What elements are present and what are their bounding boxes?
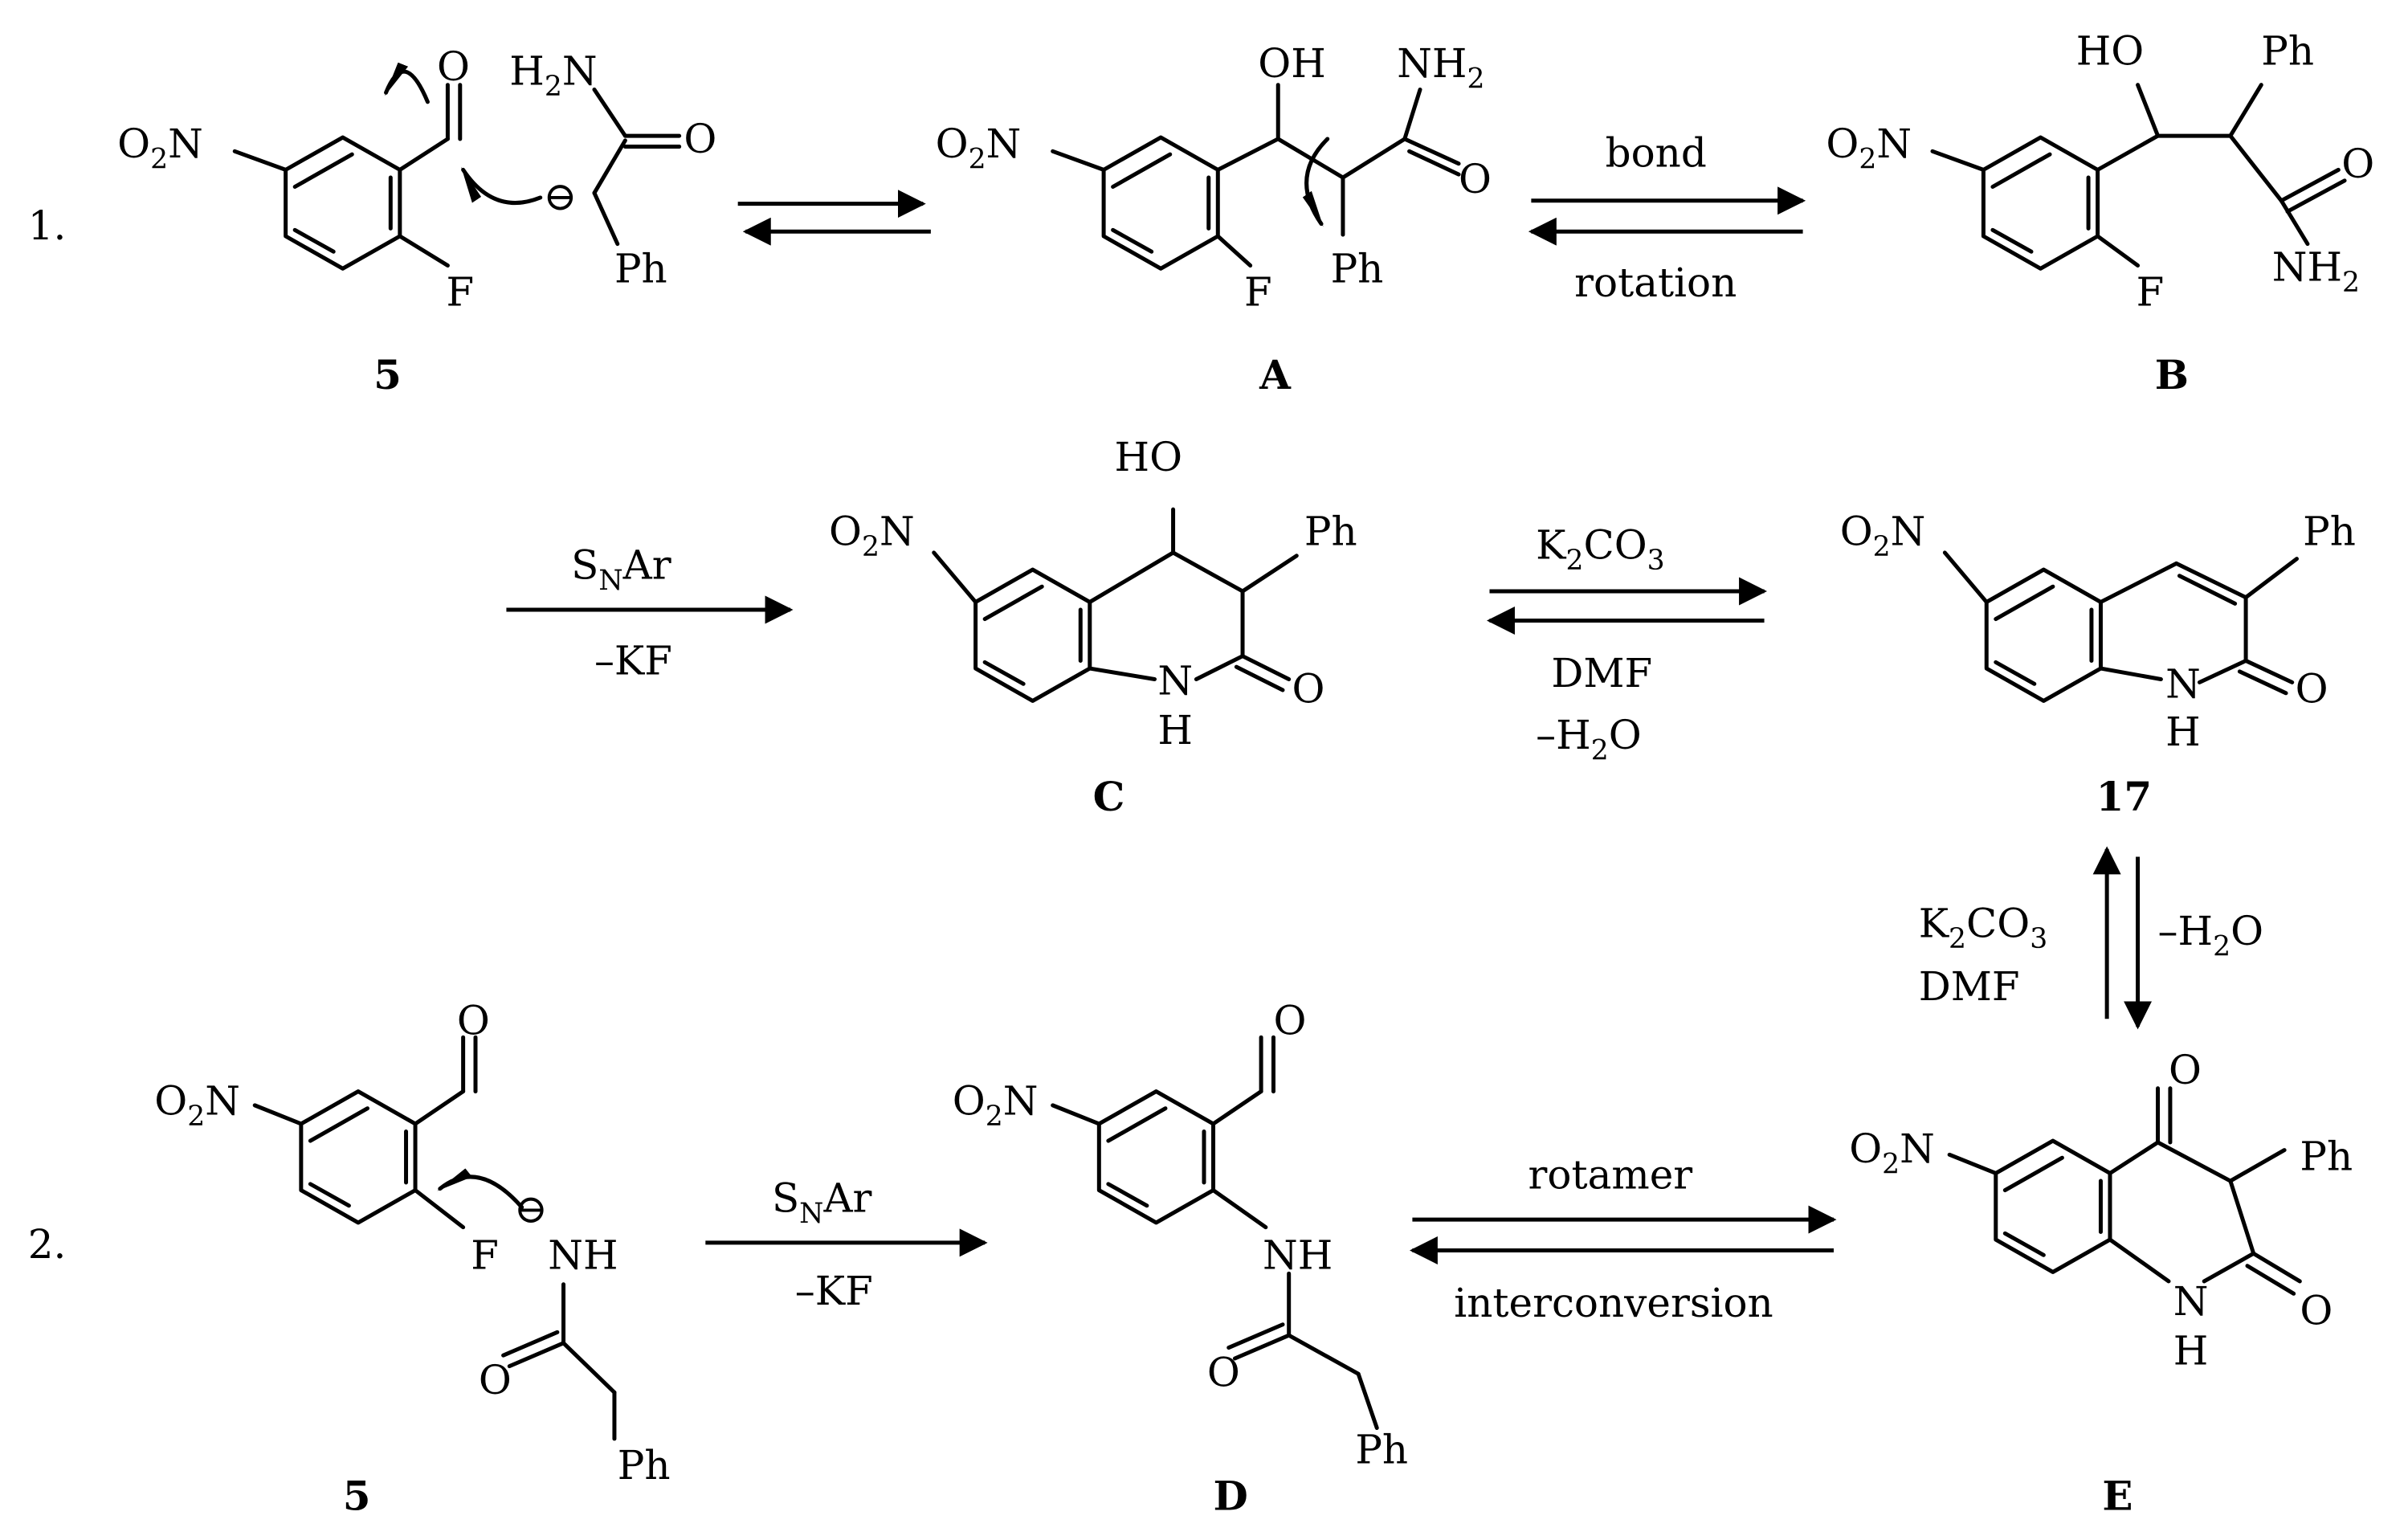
svg-text:–H2O: –H2O: [1536, 712, 1642, 766]
compound-label-E: E: [2102, 1472, 2133, 1519]
intermediate-A: O2N OH NH2 O F Ph A: [936, 40, 1492, 398]
svg-text:O2N: O2N: [829, 508, 915, 562]
svg-text:O2N: O2N: [936, 121, 1022, 175]
svg-text:–KF: –KF: [795, 1268, 873, 1314]
svg-text:–H2O: –H2O: [2158, 908, 2264, 962]
svg-text:O: O: [1207, 1350, 1240, 1396]
svg-text:O2N: O2N: [1826, 121, 1912, 175]
compound-label-B: B: [2155, 351, 2189, 398]
svg-text:DMF: DMF: [1551, 650, 1652, 697]
svg-text:⊖: ⊖: [514, 1186, 548, 1232]
svg-text:Ph: Ph: [1331, 246, 1384, 292]
svg-text:O: O: [1292, 665, 1325, 712]
svg-text:O: O: [1273, 997, 1306, 1044]
svg-text:F: F: [471, 1232, 499, 1279]
svg-text:rotamer: rotamer: [1528, 1152, 1693, 1199]
snar-arrow-2: SNAr –KF: [705, 1174, 988, 1314]
svg-text:Ph: Ph: [1355, 1427, 1408, 1473]
svg-text:NH: NH: [1263, 1232, 1333, 1279]
svg-text:NH2: NH2: [1397, 40, 1484, 95]
rotamer-interconversion-arrows: rotamer interconversion: [1409, 1152, 1837, 1326]
svg-text:O: O: [479, 1357, 512, 1403]
svg-text:F: F: [1244, 268, 1272, 315]
step-number-1: 1.: [28, 202, 67, 249]
svg-text:H: H: [2165, 709, 2201, 755]
compound-label-5a: 5: [373, 351, 402, 398]
svg-text:N: N: [2173, 1278, 2209, 1325]
svg-text:F: F: [2137, 268, 2165, 315]
svg-text:O2N: O2N: [1840, 508, 1926, 562]
svg-text:N: N: [2165, 661, 2201, 708]
svg-text:O2N: O2N: [953, 1077, 1039, 1132]
svg-text:SNAr: SNAr: [772, 1174, 872, 1229]
svg-text:HO: HO: [1115, 434, 1183, 480]
svg-text:O: O: [684, 116, 716, 162]
svg-text:SNAr: SNAr: [571, 542, 671, 597]
svg-text:Ph: Ph: [2261, 28, 2314, 75]
svg-text:–KF: –KF: [594, 638, 672, 684]
svg-text:OH: OH: [1258, 40, 1326, 87]
equilibrium-arrow-17-E: K2CO3 DMF –H2O: [1919, 846, 2264, 1030]
svg-text:H: H: [2173, 1328, 2209, 1375]
compound-5-step2: O2N O F ⊖ NH O Ph 5: [154, 997, 670, 1519]
svg-text:H: H: [1157, 707, 1193, 754]
svg-text:N: N: [1157, 658, 1193, 705]
compound-5-step1: O2N O F H2N O Ph ⊖ 5: [117, 43, 716, 398]
svg-text:Ph: Ph: [1304, 508, 1357, 554]
svg-text:O: O: [437, 43, 470, 90]
svg-text:rotation: rotation: [1574, 259, 1737, 306]
svg-text:O: O: [2300, 1288, 2332, 1334]
svg-text:Ph: Ph: [2303, 508, 2356, 554]
compound-label-D: D: [1214, 1472, 1248, 1519]
intermediate-D: O2N O NH O Ph D: [953, 997, 1408, 1519]
equilibrium-arrow-1: [737, 190, 931, 246]
compound-label-5b: 5: [343, 1472, 371, 1519]
svg-text:O: O: [1459, 156, 1492, 202]
svg-text:F: F: [446, 268, 474, 315]
svg-text:bond: bond: [1606, 130, 1707, 177]
svg-text:⊖: ⊖: [544, 173, 578, 219]
svg-text:K2CO3: K2CO3: [1919, 900, 2048, 954]
svg-text:interconversion: interconversion: [1454, 1280, 1773, 1326]
svg-text:NH: NH: [548, 1232, 618, 1279]
compound-label-A: A: [1259, 351, 1292, 398]
bond-rotation-arrows: bond rotation: [1528, 130, 1806, 306]
compound-label-17: 17: [2096, 773, 2153, 820]
svg-text:Ph: Ph: [614, 246, 667, 292]
svg-text:O: O: [457, 997, 490, 1044]
svg-text:K2CO3: K2CO3: [1536, 522, 1665, 577]
intermediate-C: O2N HO Ph N H O C: [829, 434, 1357, 820]
step-number-2: 2.: [28, 1221, 67, 1268]
product-17: O2N Ph N H O 17: [1840, 508, 2356, 820]
snar-arrow-1: SNAr –KF: [506, 542, 794, 684]
svg-text:O2N: O2N: [117, 121, 203, 175]
svg-text:Ph: Ph: [2300, 1134, 2353, 1180]
svg-text:O: O: [2296, 665, 2328, 712]
svg-text:Ph: Ph: [618, 1442, 671, 1489]
svg-text:DMF: DMF: [1919, 963, 2020, 1010]
equilibrium-arrow-C-17: K2CO3 DMF –H2O: [1487, 522, 1768, 766]
svg-text:H2N: H2N: [509, 48, 597, 103]
svg-text:O2N: O2N: [154, 1077, 240, 1132]
compound-label-C: C: [1093, 773, 1125, 820]
svg-text:O2N: O2N: [1849, 1125, 1935, 1180]
svg-text:O: O: [2169, 1047, 2202, 1093]
svg-text:HO: HO: [2076, 28, 2145, 75]
svg-text:NH2: NH2: [2272, 244, 2360, 299]
svg-text:O: O: [2341, 141, 2374, 187]
intermediate-B: O2N HO Ph O F NH2 B: [1826, 28, 2374, 399]
intermediate-E: O2N O Ph N H O E: [1849, 1047, 2353, 1519]
